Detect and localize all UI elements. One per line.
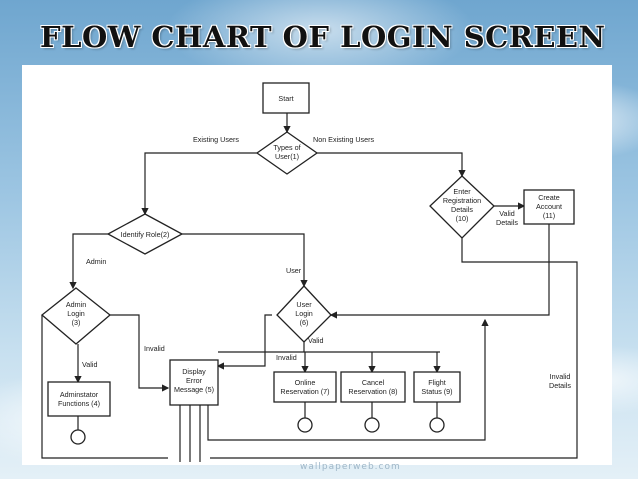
types-label-1: Types of [273, 143, 300, 152]
admin-login-diamond [40, 287, 112, 345]
types-label-2: User(1) [275, 152, 299, 161]
user-invalid-label: Invalid [276, 353, 297, 362]
online-end-circle [297, 417, 313, 433]
display-error-label-3: Message (5) [174, 385, 214, 394]
user-login-label-2: Login [295, 309, 313, 318]
edge-user [182, 233, 308, 288]
edge-non-existing-users [317, 152, 466, 178]
registration-label-1: Enter [453, 187, 471, 196]
start-box [262, 82, 310, 114]
flight-end-circle [429, 417, 445, 433]
create-account-label-1: Create [538, 193, 560, 202]
user-login-label-3: (6) [300, 318, 309, 327]
non-existing-users-label: Non Existing Users [313, 135, 375, 144]
admin-end-circle [70, 429, 86, 445]
registration-label-3: Details [451, 205, 473, 214]
cancel-reservation-label-2: Reservation (8) [348, 387, 397, 396]
admin-invalid-label: Invalid [144, 344, 165, 353]
edge-existing-users [141, 152, 257, 216]
valid-details-label-1: Valid [499, 209, 514, 218]
admin-edge-label: Admin [86, 257, 106, 266]
flight-status-label-1: Flight [428, 378, 446, 387]
admin-login-label-1: Admin [66, 300, 86, 309]
admin-functions-box [47, 381, 111, 417]
edge-admin-loop [41, 315, 168, 459]
admin-login-label-3: (3) [72, 318, 81, 327]
identify-role-diamond [106, 213, 184, 255]
slide-title: FLOW CHART OF LOGIN SCREEN [40, 20, 606, 54]
create-account-box [523, 189, 575, 225]
connectors [41, 113, 578, 462]
display-error-label-1: Display [182, 367, 206, 376]
edge-error-retry [207, 318, 489, 441]
online-reservation-box [273, 371, 337, 403]
online-reservation-label-2: Reservation (7) [280, 387, 329, 396]
existing-users-label: Existing Users [193, 135, 239, 144]
edge-admin [69, 233, 108, 290]
admin-functions-label-2: Functions (4) [58, 399, 100, 408]
valid-details-label-2: Details [496, 218, 518, 227]
edge-account-to-user-login [329, 224, 550, 319]
watermark: wallpaperweb.com [300, 462, 401, 472]
registration-label-2: Registration [443, 196, 481, 205]
admin-valid-label: Valid [82, 360, 97, 369]
registration-label-4: (10) [456, 214, 469, 223]
user-login-label-1: User [296, 300, 312, 309]
edge-admin-invalid [110, 314, 170, 392]
user-valid-label: Valid [308, 336, 323, 345]
create-account-label-3: (11) [543, 211, 555, 220]
flight-status-label-2: Status (9) [421, 387, 452, 396]
create-account-label-2: Account [536, 202, 562, 211]
cancel-reservation-box [340, 371, 406, 403]
edge-user-invalid [216, 314, 272, 370]
display-error-box [169, 359, 219, 406]
invalid-details-label-2: Details [549, 381, 571, 390]
registration-diamond [429, 175, 495, 239]
cancel-reservation-label-1: Cancel [362, 378, 385, 387]
user-login-diamond [276, 285, 332, 343]
invalid-details-label-1: Invalid [550, 372, 571, 381]
online-reservation-label-1: Online [295, 378, 316, 387]
identify-role-label: Identify Role(2) [121, 230, 170, 239]
start-label: Start [278, 94, 293, 103]
types-of-user-diamond [255, 131, 319, 175]
cancel-end-circle [364, 417, 380, 433]
admin-functions-label-1: Adminstator [60, 390, 99, 399]
edge-invalid-details [210, 238, 578, 459]
flight-status-box [413, 371, 461, 403]
display-error-label-2: Error [186, 376, 203, 385]
admin-login-label-2: Login [67, 309, 85, 318]
user-edge-label: User [286, 266, 302, 275]
